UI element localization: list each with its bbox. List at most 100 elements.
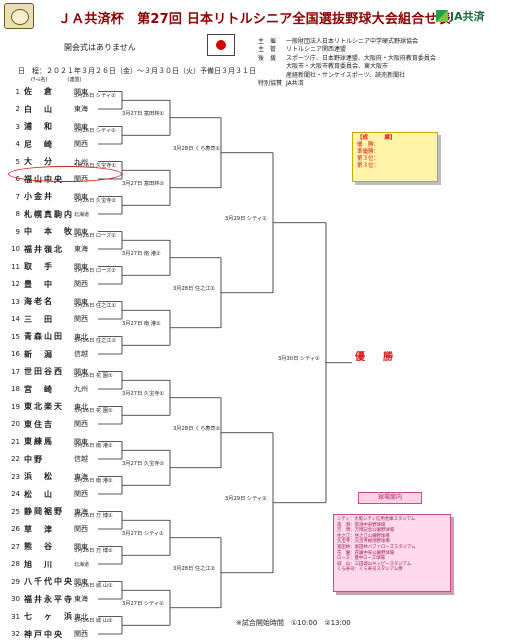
team-league: 東海 [74, 245, 88, 253]
info-value: スポーツ庁、日本野球連盟、大阪府・大阪府教育委員会 [286, 54, 436, 62]
results-row: 第３位： [357, 156, 380, 162]
results-title: 【成 績】 [357, 135, 396, 141]
venue-guide-title: 球場案内 [358, 492, 422, 504]
team-name: 青森山田 [24, 332, 64, 341]
organizer-info: 主 催一般財団法人日本リトルシニア中学硬式野球協会主 管リトルシニア関西連盟後 … [258, 38, 436, 88]
team-name: 宮 崎 [24, 384, 54, 394]
match-label: 3月29日 シティ② [225, 495, 267, 502]
venue-row: 富田林：富田林バファローズスタジアム [337, 544, 416, 550]
ja-logo-text: JA共済 [450, 10, 485, 23]
match-label: 3月26日 住之江② [74, 338, 117, 345]
schedule-dates: 日 程：２０２１年３月２６日（金）～３月３０日（火）予備日３月３１日 [18, 67, 256, 75]
results-row: 第３位： [357, 163, 380, 169]
team-league: 関西 [74, 490, 88, 498]
team-number: 22 [11, 455, 20, 463]
info-key: 特別協賛 [258, 80, 283, 88]
team-league: 関東 [74, 227, 88, 236]
team-name: 佐 倉 [24, 87, 54, 96]
tournament-logo [4, 3, 34, 29]
info-key: 後 援 [258, 54, 277, 62]
match-label: 3月26日 花 園① [74, 373, 113, 380]
match-label: 3月26日 ローズ② [74, 268, 116, 275]
match-label: 3月30日 シティ① [278, 355, 320, 362]
team-name: 中野 [24, 454, 44, 464]
team-name: 札幌真駒内 [24, 209, 74, 219]
match-label: 3月27日 シティ② [122, 600, 164, 607]
ja-kyosai-logo: JA共済 [436, 8, 485, 24]
team-number: 5 [15, 157, 20, 166]
team-row: 22 中野 信越 [2, 453, 122, 466]
start-time-note: ※試合開始時間 ①10:00 ②13:00 [236, 619, 351, 627]
team-name: 静岡裾野 [24, 507, 64, 516]
team-number: 2 [15, 105, 20, 113]
match-label: 3月29日 シティ① [225, 215, 267, 222]
japan-flag-icon [207, 34, 235, 56]
team-row: 16 新 潟 信越 [2, 348, 122, 361]
match-label: 3月27日 久宝寺② [122, 460, 165, 467]
info-value: 大阪市・大阪市教育委員会、東大阪市 [286, 63, 389, 71]
team-number: 20 [11, 420, 20, 428]
team-league: 東海 [74, 595, 88, 603]
team-name: 白 山 [24, 104, 54, 114]
team-number: 28 [11, 560, 20, 568]
team-name: 七 ヶ 浜 [24, 612, 74, 621]
team-name: 東練馬 [24, 437, 54, 446]
team-league: 信越 [74, 455, 88, 463]
venue-row: 花 園：花園中央公園野球場 [337, 550, 395, 556]
team-number: 26 [11, 525, 20, 533]
results-row: 準優勝： [357, 149, 380, 155]
team-name: 神戸中央 [24, 629, 64, 639]
info-value: JA共済 [286, 80, 304, 88]
match-label: 3月26日 シティ① [74, 93, 116, 100]
team-number: 18 [11, 385, 20, 393]
match-label: 3月26日 南 港① [74, 443, 113, 450]
results-row: 優 勝： [357, 142, 380, 148]
match-label: 3月26日 万 博① [74, 513, 113, 520]
team-number: 12 [11, 280, 20, 288]
page-title: ＪＡ共済杯 第27回 日本リトルシニア全国選抜野球大会組合せ表 [58, 12, 451, 27]
team-league: 信越 [74, 350, 88, 358]
team-number: 7 [15, 192, 20, 201]
team-league: 東海 [74, 472, 88, 481]
info-value: 産経新聞社・サンケイスポーツ、読売新聞社 [286, 71, 406, 79]
match-label: 3月27日 南 港① [122, 250, 161, 257]
ja-mark-icon [436, 10, 448, 22]
team-number: 11 [11, 262, 20, 271]
venue-row: ローズ：豊中ローズ球場 [337, 556, 385, 562]
venue-row: 城 山：三田城山キッピースタジアム [337, 561, 412, 567]
team-name: 八千代中央 [24, 577, 74, 586]
match-label: 3月26日 久宝寺② [74, 198, 117, 205]
team-league: 関東 [74, 437, 88, 446]
venue-row: くら寿司：くら寿司スタジアム堺 [337, 567, 403, 573]
team-league: 東海 [74, 507, 88, 516]
team-name: 大 分 [24, 157, 54, 166]
team-number: 6 [15, 175, 20, 183]
team-number: 27 [11, 542, 20, 551]
team-league: 東海 [74, 105, 88, 113]
team-number: 31 [11, 612, 20, 621]
venue-row: 久宝寺：久宝寺緑地野球場 [337, 539, 390, 545]
team-number: 16 [11, 350, 20, 358]
team-name: 新 潟 [24, 349, 54, 359]
team-league: 関西 [74, 525, 88, 533]
team-name: 草 津 [24, 524, 54, 534]
venue-row: 南 港：南港中央野球場 [337, 522, 386, 528]
highlight-oval [8, 166, 122, 182]
team-league: 東北 [74, 332, 88, 341]
